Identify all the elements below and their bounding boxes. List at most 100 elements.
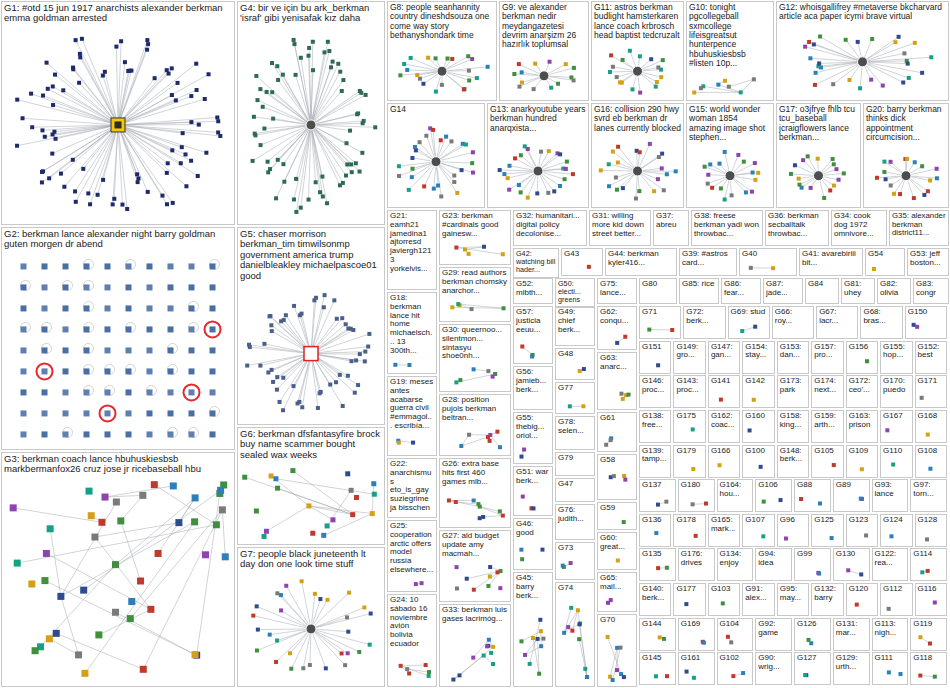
self-loop (105, 385, 115, 395)
group-network (691, 467, 695, 471)
group-box: G143: proc... (673, 375, 705, 408)
group-network (622, 520, 626, 524)
self-loop (63, 427, 73, 437)
group-network (242, 468, 377, 539)
group-network (606, 635, 626, 682)
vertex (834, 167, 838, 171)
group-box: G32: humanitari... digital policy decolo… (513, 210, 587, 246)
group-label: G146: proc... (640, 376, 670, 396)
vertex (498, 586, 502, 590)
vertex (50, 152, 54, 156)
vertex (472, 499, 476, 503)
vertex (338, 373, 342, 377)
vertex (498, 445, 502, 449)
vertex (548, 60, 552, 64)
group-box: G131: mar... (833, 618, 870, 651)
vertex (491, 645, 495, 649)
group-label: G110 (881, 446, 911, 457)
group-label: G138: free... (640, 411, 670, 431)
group-box: G19: meses antes acabarse guerra civil #… (387, 376, 437, 456)
hub-vertex (633, 166, 643, 176)
vertex (314, 296, 318, 300)
vertex (929, 55, 933, 59)
vertex (799, 497, 803, 501)
group-network (806, 638, 813, 645)
group-box: G124 (880, 514, 912, 547)
group-box: G149: gro... (673, 341, 705, 374)
vertex (21, 389, 27, 395)
vertex (63, 284, 69, 290)
group-box: G123 (846, 514, 878, 547)
vertex (21, 431, 27, 437)
vertex (114, 45, 118, 49)
vertex (539, 644, 543, 648)
vertex (549, 86, 553, 90)
vertex (320, 175, 324, 179)
group-box: G38: freese berkman yadi won throwbac... (691, 210, 763, 246)
group-box: G9: ve alexander berkman nedir meydangaz… (499, 1, 589, 101)
group-box: G142 (742, 375, 774, 408)
group-box: G163: prison (846, 410, 878, 443)
group-box: G61 (597, 412, 637, 452)
vertex (326, 40, 330, 44)
group-box: G16: collision 290 hwy svrd eb berkman d… (591, 103, 684, 208)
group-label: G109 (847, 446, 877, 457)
vertex (809, 641, 813, 645)
group-network (656, 363, 660, 367)
vertex (147, 606, 154, 613)
group-network (691, 502, 708, 507)
group-label: G179 (674, 446, 704, 457)
group-box: G127 (794, 652, 831, 685)
network-edges (253, 581, 370, 668)
vertex (274, 196, 278, 200)
vertex (731, 674, 735, 678)
vertex (84, 368, 90, 374)
vertex (519, 153, 523, 157)
group-label: G39: #astros card... (680, 249, 736, 269)
vertex (42, 326, 48, 332)
vertex (346, 326, 350, 330)
vertex (842, 171, 846, 175)
vertex (865, 359, 869, 363)
vertex (462, 87, 466, 91)
group-label: G61 (598, 413, 636, 424)
vertex (147, 305, 153, 311)
group-network (928, 467, 932, 471)
hub-vertex (306, 624, 316, 634)
group-label: G6: berkman dfsfantasyfire brock buy nam… (238, 428, 384, 461)
group-network (397, 126, 475, 198)
network-edges (253, 40, 376, 212)
vertex (362, 119, 366, 123)
group-box: G14 (387, 103, 485, 208)
vertex (341, 78, 345, 82)
vertex (78, 55, 82, 59)
vertex (189, 305, 195, 311)
group-label: G131: mar... (834, 619, 869, 639)
vertex (913, 160, 917, 164)
group-label: G74 (556, 583, 594, 594)
group-box: G57: justicia eeuu... (513, 306, 553, 364)
vertex (345, 141, 349, 145)
group-label: G12: whoisgallifrey #metaverse bkcharvar… (777, 2, 948, 23)
vertex (168, 263, 174, 269)
group-label: G53: jeff boston... (908, 249, 948, 269)
group-network (251, 38, 378, 214)
vertex (564, 167, 568, 171)
group-network (864, 533, 868, 537)
vertex (166, 161, 170, 165)
group-label: G31: willing more kid down street better… (590, 211, 650, 239)
vertex (363, 350, 367, 354)
vertex (809, 186, 813, 190)
group-box: G165: mark... (708, 514, 740, 547)
group-box: G48 (555, 348, 595, 380)
vertex (316, 406, 320, 410)
network-edges (751, 267, 773, 268)
vertex (165, 202, 169, 206)
network-edges (693, 503, 706, 505)
group-network (654, 531, 658, 535)
network-edges (500, 146, 573, 197)
group-box: G30: queernoo... silentmon... sintasyu s… (439, 324, 511, 392)
vertex (585, 675, 589, 679)
vertex (168, 431, 174, 437)
